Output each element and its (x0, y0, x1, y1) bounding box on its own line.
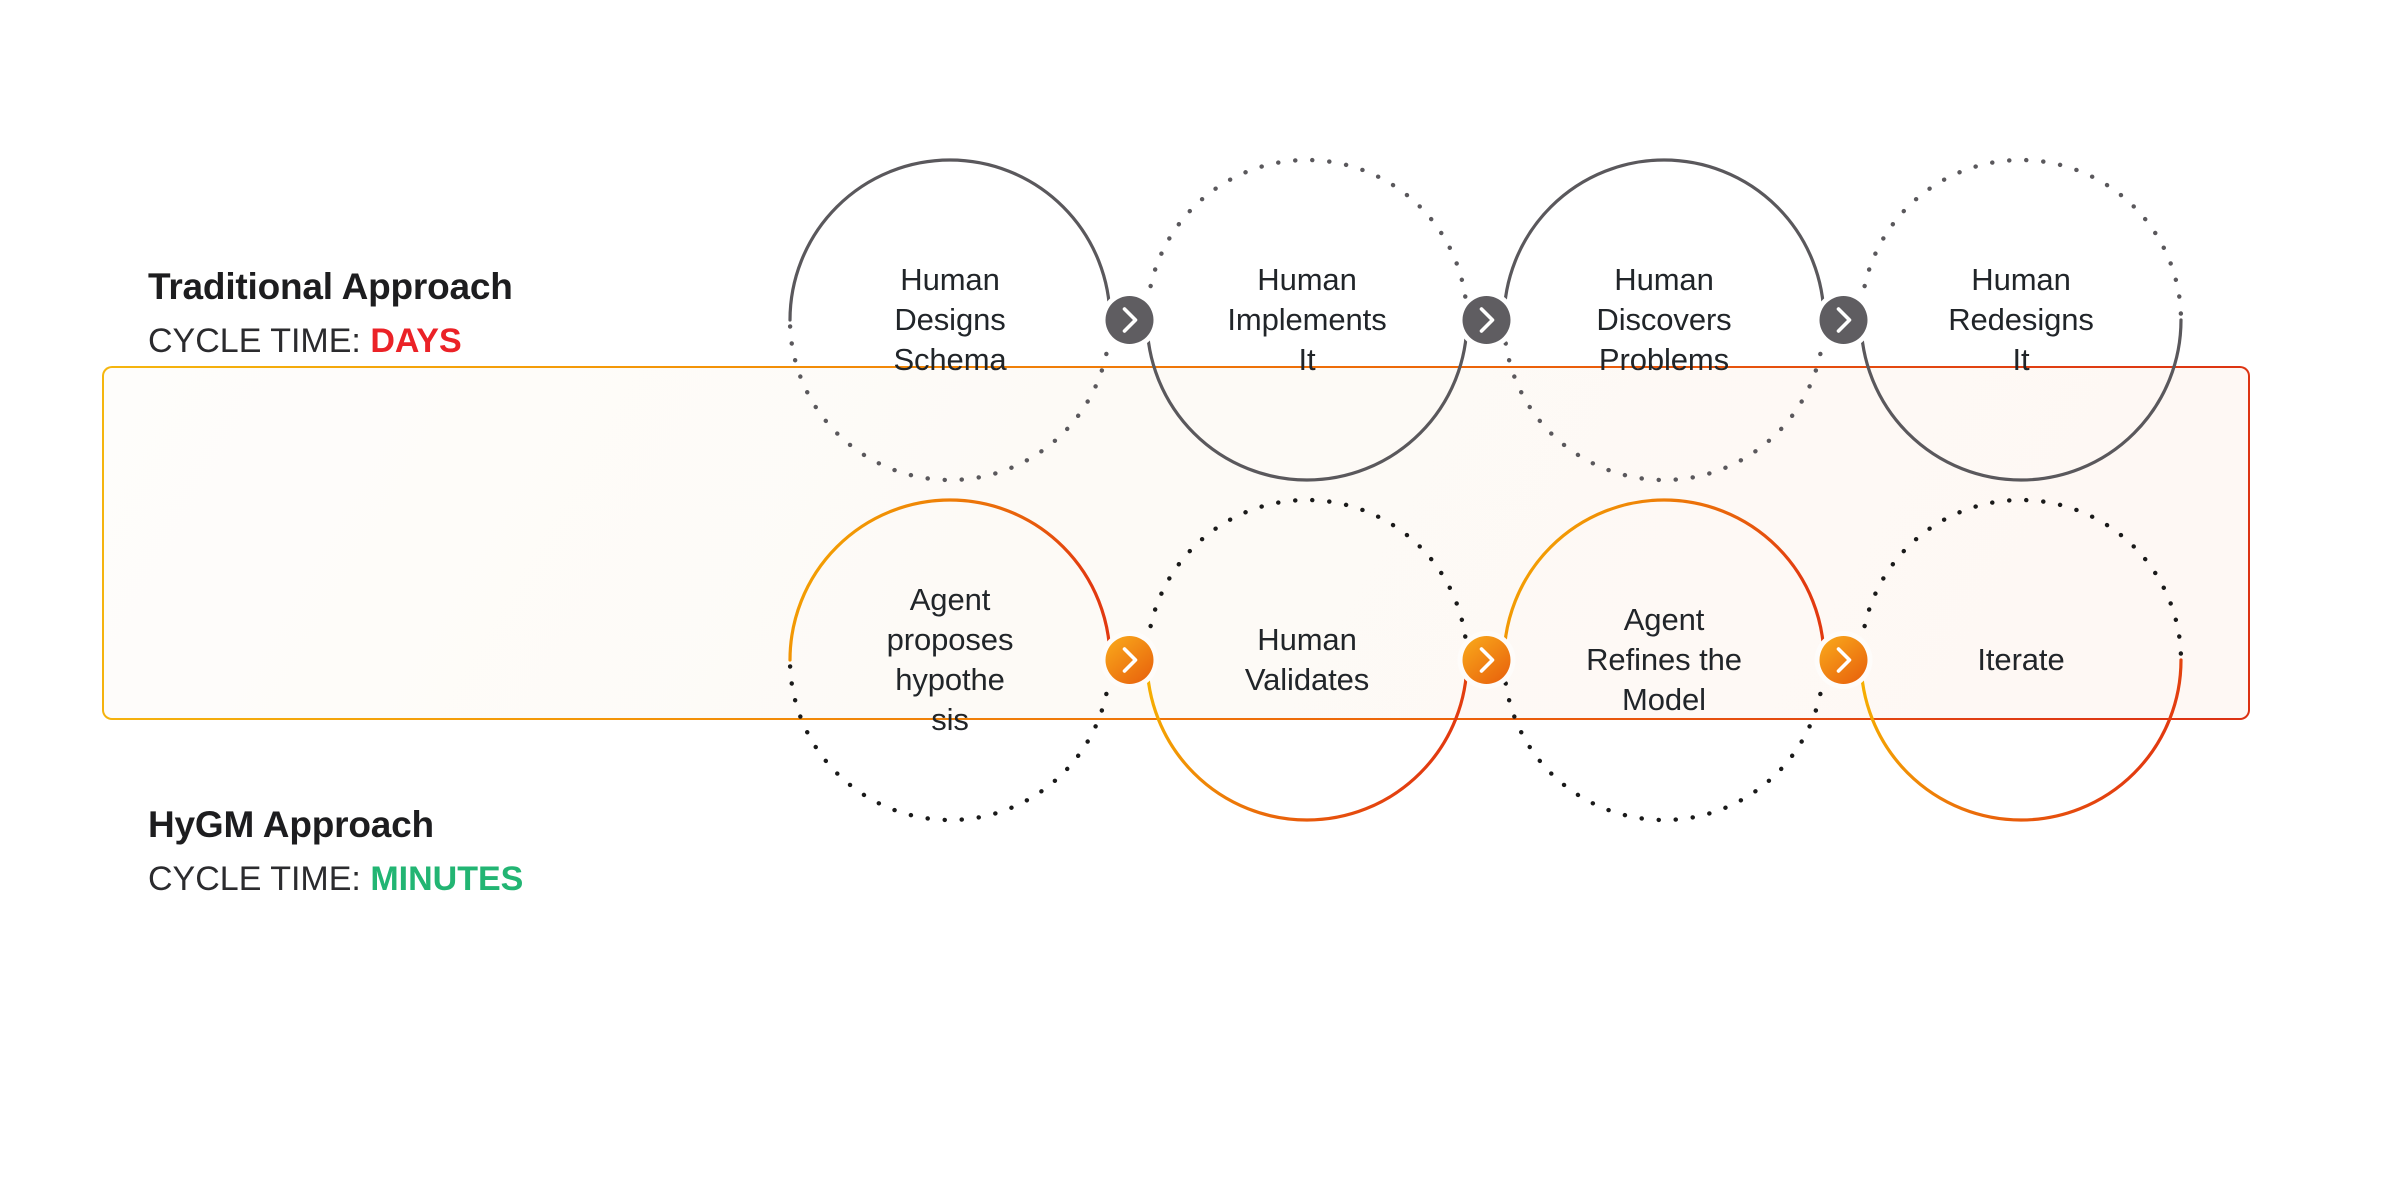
chevron-right-icon (1479, 307, 1495, 333)
cycle-node-label-2: Human Implements It (1227, 262, 1387, 377)
chevron-right-icon (1836, 647, 1852, 673)
cycle-node-2 (1144, 497, 1470, 822)
connector-badge[interactable] (1462, 296, 1511, 344)
hygm-approach-label: HyGM Approach CYCLE TIME: MINUTES (148, 806, 523, 896)
traditional-cycle-value: DAYS (370, 322, 462, 360)
node-solid-arc (788, 158, 1112, 322)
traditional-cycle-flow: Human Designs Schema Human Implements It H… (750, 100, 2250, 540)
node-dotted-arc (787, 657, 1113, 823)
flow-connector-2[interactable] (1457, 631, 1516, 689)
chevron-right-icon (1479, 647, 1495, 673)
hygm-title: HyGM Approach (148, 804, 434, 845)
cycle-node-label-3: Agent Refines the Model (1586, 602, 1742, 717)
node-solid-arc (1502, 498, 1826, 662)
node-dotted-arc (1144, 157, 1470, 323)
cycle-node-1 (787, 498, 1113, 823)
node-solid-arc (1859, 658, 2183, 822)
connector-badge[interactable] (1819, 296, 1868, 344)
connector-badge[interactable] (1105, 296, 1154, 344)
hygm-cycle-flow: Agent proposes hypothe sis Human Validate… (750, 440, 2250, 880)
hygm-cycle-time: CYCLE TIME: MINUTES (148, 862, 523, 896)
traditional-cycle-time: CYCLE TIME: DAYS (148, 324, 513, 358)
traditional-title: Traditional Approach (148, 266, 513, 307)
cycle-node-label-4: Iterate (1977, 642, 2065, 678)
node-solid-arc (1145, 318, 1469, 482)
cycle-node-3 (1501, 498, 1827, 823)
flow-connector-3[interactable] (1814, 631, 1873, 689)
hygm-highlight-panel (102, 366, 2250, 720)
hygm-flow-svg (787, 497, 2184, 823)
cycle-node-1 (787, 158, 1113, 483)
cycle-node-label-1: Agent proposes hypothe sis (886, 582, 1014, 737)
node-dotted-arc (1858, 497, 2184, 663)
cycle-node-3 (1501, 158, 1827, 483)
node-dotted-arc (1501, 317, 1827, 483)
cycle-node-label-3: Human Discovers Problems (1596, 262, 1732, 377)
node-dotted-arc (1501, 657, 1827, 823)
flow-connector-1[interactable] (1100, 291, 1159, 349)
flow-connector-3[interactable] (1814, 291, 1873, 349)
node-dotted-arc (1144, 497, 1470, 663)
connector-badge[interactable] (1105, 636, 1154, 684)
connector-badge[interactable] (1462, 636, 1511, 684)
chevron-right-icon (1122, 307, 1138, 333)
node-dotted-arc (787, 317, 1113, 483)
flow-connector-2[interactable] (1457, 291, 1516, 349)
hygm-panel-background (104, 368, 2248, 718)
cycle-node-4 (1858, 497, 2184, 822)
node-solid-arc (1145, 658, 1469, 822)
traditional-approach-label: Traditional Approach CYCLE TIME: DAYS (148, 268, 513, 358)
cycle-node-label-1: Human Designs Schema (893, 262, 1007, 377)
traditional-cycle-prefix: CYCLE TIME: (148, 322, 371, 360)
traditional-flow-svg (787, 157, 2184, 483)
node-dotted-arc (1858, 157, 2184, 323)
cycle-node-label-2: Human Validates (1244, 622, 1370, 697)
hygm-cycle-prefix: CYCLE TIME: (148, 860, 371, 898)
node-solid-arc (788, 498, 1112, 662)
cycle-node-4 (1858, 157, 2184, 482)
hygm-cycle-value: MINUTES (370, 860, 524, 898)
flow-connector-1[interactable] (1100, 631, 1159, 689)
cycle-node-label-4: Human Redesigns It (1948, 262, 2094, 377)
connector-badge[interactable] (1819, 636, 1868, 684)
chevron-right-icon (1122, 647, 1138, 673)
node-solid-arc (1859, 318, 2183, 482)
node-solid-arc (1502, 158, 1826, 322)
chevron-right-icon (1836, 307, 1852, 333)
cycle-node-2 (1144, 157, 1470, 482)
